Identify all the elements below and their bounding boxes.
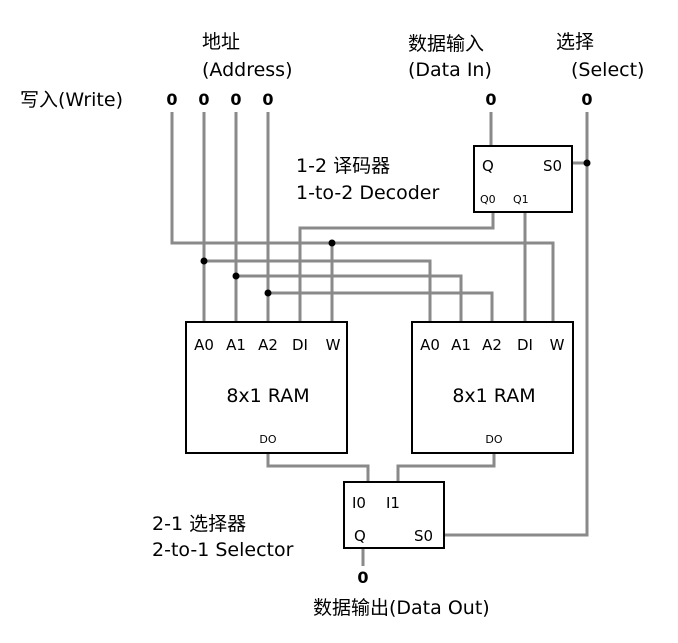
write-wire: [170, 112, 555, 322]
ram-pin-a2: A2: [482, 336, 502, 354]
data-in-value[interactable]: 0: [485, 90, 496, 109]
decoder-block: Q S0 Q0 Q1: [473, 145, 573, 213]
selector-block: I0 I1 Q S0: [343, 481, 445, 549]
junction-dot: [264, 289, 272, 297]
selector-q-pin: Q: [354, 527, 366, 545]
decoder-label-cn: 1-2 译码器: [296, 155, 390, 177]
decoder-label-en: 1-to-2 Decoder: [296, 182, 439, 204]
address-a1-branch-wire: [236, 274, 463, 322]
select-label-cn: 选择: [556, 31, 594, 53]
ram-box: [411, 321, 574, 454]
address-a2-branch-wire: [268, 291, 494, 322]
address-a1-value[interactable]: 0: [230, 90, 241, 109]
wires: [170, 112, 589, 566]
data-out-value: 0: [357, 568, 368, 587]
selector-label-cn: 2-1 选择器: [152, 513, 246, 535]
ram-block-1: A0 A1 A2 DI W 8x1 RAM DO: [185, 321, 348, 454]
ram-pin-a0: A0: [420, 336, 440, 354]
selector-box: [343, 481, 445, 549]
select-value[interactable]: 0: [581, 90, 592, 109]
ram-pin-a0: A0: [194, 336, 214, 354]
ram-pin-di: DI: [517, 336, 533, 354]
write-input-value[interactable]: 0: [166, 90, 177, 109]
select-wire: [444, 112, 589, 537]
address-label-en: (Address): [202, 59, 293, 81]
address-a0-value[interactable]: 0: [198, 90, 209, 109]
decoder-s0-pin: S0: [543, 157, 562, 175]
ram-title: 8x1 RAM: [452, 385, 535, 407]
ram-title: 8x1 RAM: [226, 385, 309, 407]
decoder-q-pin: Q: [482, 157, 494, 175]
address-label-cn: 地址: [202, 31, 240, 53]
address-a2-value[interactable]: 0: [262, 90, 273, 109]
ram-pin-do: DO: [259, 433, 276, 446]
address-a0-branch-wire: [204, 259, 432, 322]
junctions: [200, 159, 591, 297]
ram-box: [185, 321, 348, 454]
data-out-label: 数据输出(Data Out): [313, 597, 490, 619]
junction-dot: [200, 257, 208, 265]
ram-pin-do: DO: [485, 433, 502, 446]
write-label: 写入(Write): [20, 89, 123, 111]
ram-block-2: A0 A1 A2 DI W 8x1 RAM DO: [411, 321, 574, 454]
data-in-label-en: (Data In): [408, 59, 492, 81]
select-label-en: (Select): [571, 59, 644, 81]
ram-pin-di: DI: [292, 336, 308, 354]
selector-s0-pin: S0: [414, 527, 433, 545]
ram-pin-w: W: [326, 336, 341, 354]
ram-pin-a1: A1: [226, 336, 246, 354]
decoder-q0-pin: Q0: [480, 193, 496, 206]
ram2-out-wire: [396, 453, 496, 482]
junction-dot: [328, 239, 336, 247]
selector-label-en: 2-to-1 Selector: [152, 539, 294, 561]
junction-dot: [583, 159, 591, 167]
selector-i0-pin: I0: [352, 494, 366, 512]
decoder-q1-pin: Q1: [513, 193, 529, 206]
decoder-box: [473, 145, 573, 213]
ram1-out-wire: [266, 453, 370, 482]
data-in-label-cn: 数据输入: [408, 33, 484, 55]
junction-dot: [232, 272, 240, 280]
ram-pin-w: W: [550, 336, 565, 354]
decoder-q0-wire: [298, 212, 495, 322]
ram-pin-a1: A1: [451, 336, 471, 354]
selector-i1-pin: I1: [386, 494, 400, 512]
ram-pin-a2: A2: [258, 336, 278, 354]
